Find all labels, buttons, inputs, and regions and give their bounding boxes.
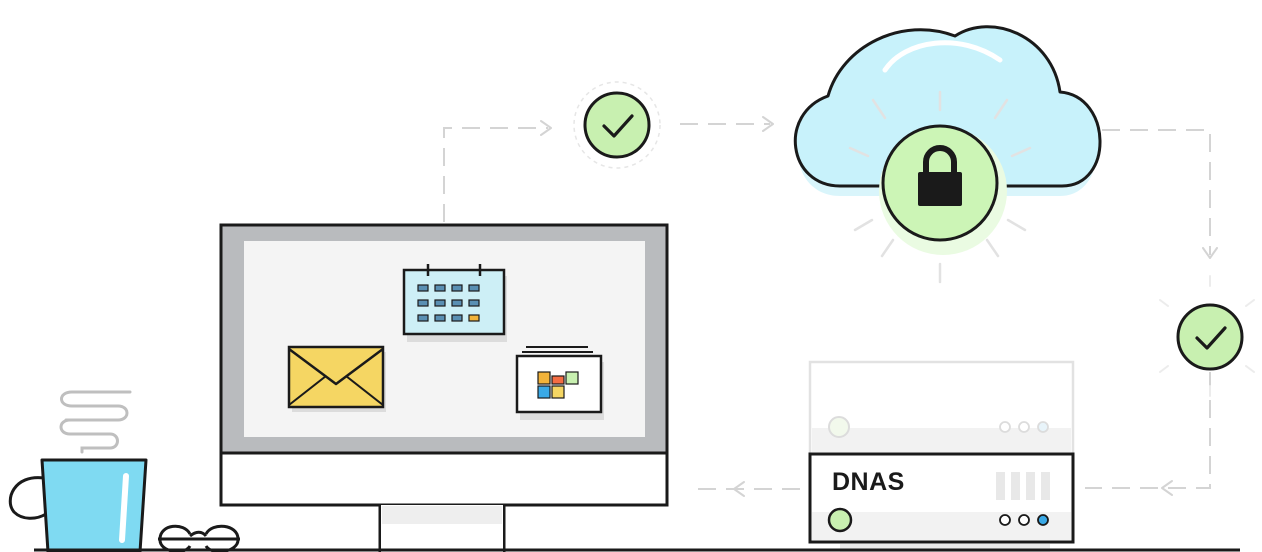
desktop-monitor	[219, 223, 669, 552]
flow-connectors	[443, 116, 1218, 497]
nas-power-light	[827, 507, 853, 533]
mail-icon	[287, 345, 386, 412]
flow-line-monitor-to-check	[443, 127, 548, 222]
nas-upper-shade	[812, 428, 1071, 452]
cloud-highlight	[882, 40, 1003, 73]
cup-highlight	[119, 473, 129, 543]
checkmark-circle	[583, 91, 651, 159]
checkmark-circle	[1176, 303, 1244, 371]
calendar-icon	[402, 264, 507, 342]
steam	[59, 390, 132, 454]
flow-line-check-to-nas	[1085, 372, 1211, 489]
flow-arrowhead	[733, 481, 745, 497]
checkmark-icon	[1195, 326, 1227, 350]
flow-arrowhead	[1161, 480, 1173, 496]
nas-base-shadow	[840, 544, 1050, 552]
glasses-icon	[158, 524, 240, 552]
coffee-cup-icon	[8, 390, 148, 552]
cloud-body	[793, 25, 1102, 188]
flow-arrowhead	[762, 116, 774, 132]
flow-line-cloud-to-check	[1102, 129, 1211, 255]
nas-label: DNAS	[832, 468, 905, 496]
monitor-chin	[219, 451, 669, 507]
lock-rays	[848, 90, 1032, 284]
flow-arrowhead	[1202, 247, 1218, 259]
cloud-icon	[793, 25, 1102, 284]
cup-body	[40, 458, 148, 552]
checkmark-badge-sync	[1159, 275, 1255, 397]
checkmark-badge-upload	[573, 81, 661, 169]
nas-drive-bays	[996, 472, 1050, 500]
flow-arrowhead	[540, 120, 552, 136]
nas-server-icon: DNAS	[808, 360, 1075, 552]
checkmark-icon	[602, 114, 634, 138]
nas-upper-light	[828, 416, 850, 438]
monitor-stand	[378, 505, 506, 552]
nas-upper-indicators	[999, 421, 1049, 433]
photos-icon	[515, 346, 604, 420]
checkmark-halo	[573, 81, 661, 169]
checkmark-rays	[1159, 275, 1255, 397]
nas-status-indicators	[999, 514, 1049, 526]
cup-handle	[8, 476, 47, 520]
lock-icon	[918, 145, 962, 206]
monitor-stand-shade	[382, 506, 502, 524]
